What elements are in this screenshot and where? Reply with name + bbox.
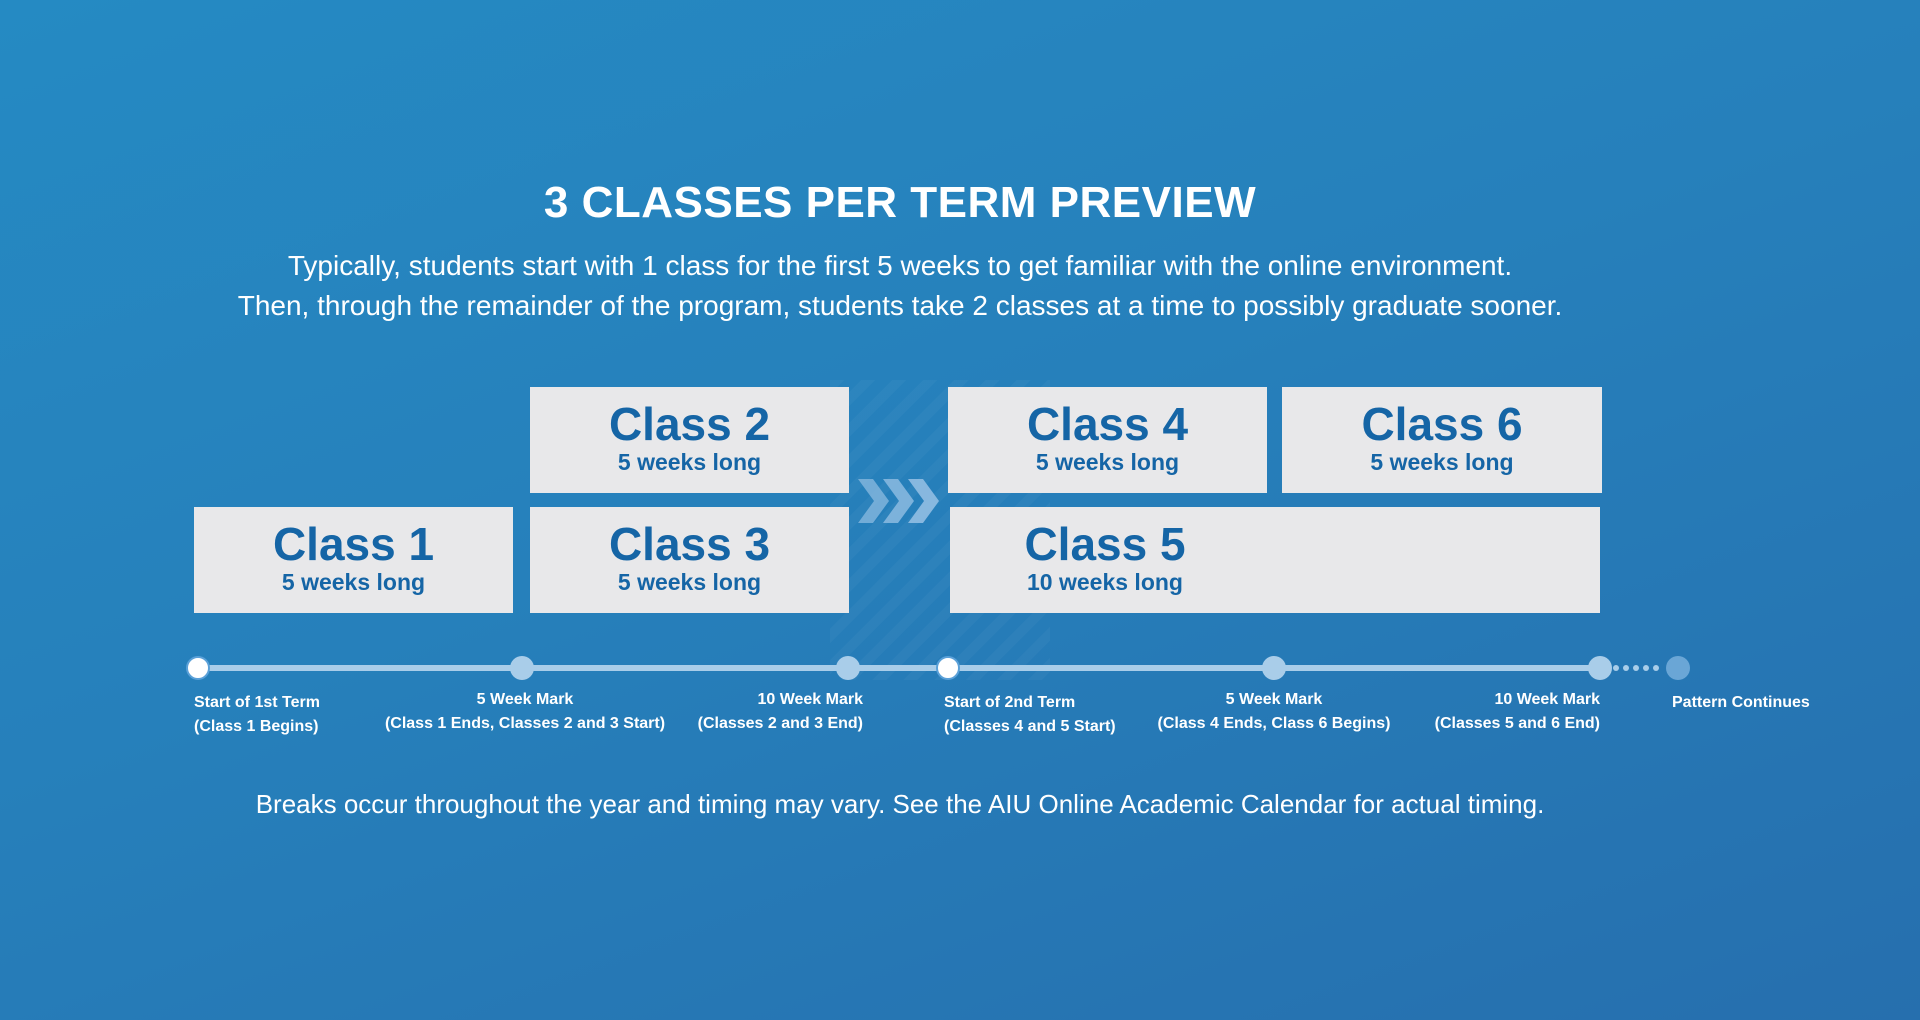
timeline-track xyxy=(198,665,1600,671)
class-duration: 5 weeks long xyxy=(617,449,762,475)
timeline-label-detail: (Class 4 Ends, Class 6 Begins) xyxy=(1157,715,1391,732)
class-6-box: Class 6 5 weeks long xyxy=(1282,387,1602,493)
timeline-label-title: 5 Week Mark xyxy=(1225,691,1323,708)
class-duration: 5 weeks long xyxy=(1035,449,1180,475)
timeline-node-week-10 xyxy=(836,656,860,680)
timeline-label-detail: (Classes 5 and 6 End) xyxy=(1434,715,1600,732)
timeline-label: Pattern Continues xyxy=(1672,691,1852,715)
class-5-label-group: Class 5 10 weeks long xyxy=(950,507,1260,595)
timeline-label-title: Start of 1st Term xyxy=(194,694,320,711)
timeline-label-title: Start of 2nd Term xyxy=(944,694,1076,711)
class-name: Class 2 xyxy=(608,398,771,450)
class-duration: 5 weeks long xyxy=(281,569,426,595)
timeline-label: Start of 1st Term (Class 1 Begins) xyxy=(194,691,374,739)
timeline-label-detail: (Class 1 Begins) xyxy=(194,718,319,735)
class-2-box: Class 2 5 weeks long xyxy=(530,387,849,493)
timeline-node-term-2-week-10 xyxy=(1588,656,1612,680)
timeline-label: 10 Week Mark (Classes 5 and 6 End) xyxy=(1400,688,1600,736)
page-title: 3 CLASSES PER TERM PREVIEW xyxy=(543,178,1257,227)
continuation-dots xyxy=(1613,665,1659,671)
timeline-label-detail: (Classes 4 and 5 Start) xyxy=(944,718,1116,735)
timeline-label-title: 10 Week Mark xyxy=(757,691,863,708)
class-1-box: Class 1 5 weeks long xyxy=(194,507,513,613)
timeline-node-term-2-start xyxy=(936,656,960,680)
class-name: Class 3 xyxy=(608,518,771,570)
class-name: Class 6 xyxy=(1361,398,1523,450)
timeline-node-pattern-continues xyxy=(1666,656,1690,680)
class-duration: 5 weeks long xyxy=(1370,449,1514,475)
timeline-node-week-5 xyxy=(510,656,534,680)
class-name: Class 4 xyxy=(1026,398,1189,450)
timeline-node-term-2-week-5 xyxy=(1262,656,1286,680)
timeline-label: 5 Week Mark (Class 1 Ends, Classes 2 and… xyxy=(380,688,670,736)
timeline-label-title: 5 Week Mark xyxy=(476,691,574,708)
class-duration: 10 weeks long xyxy=(1027,569,1183,595)
timeline-label-title: Pattern Continues xyxy=(1672,694,1810,711)
timeline-label: Start of 2nd Term (Classes 4 and 5 Start… xyxy=(944,691,1144,739)
class-name: Class 5 xyxy=(1024,518,1186,570)
class-4-box: Class 4 5 weeks long xyxy=(948,387,1267,493)
timeline-node-term-1-start xyxy=(186,656,210,680)
timeline-label-detail: (Class 1 Ends, Classes 2 and 3 Start) xyxy=(384,715,666,732)
class-3-box: Class 3 5 weeks long xyxy=(530,507,849,613)
timeline-label: 10 Week Mark (Classes 2 and 3 End) xyxy=(683,688,863,736)
timeline-label-title: 10 Week Mark xyxy=(1494,691,1600,708)
class-duration: 5 weeks long xyxy=(617,569,762,595)
timeline-label-detail: (Classes 2 and 3 End) xyxy=(697,715,863,732)
timeline-label: 5 Week Mark (Class 4 Ends, Class 6 Begin… xyxy=(1144,688,1404,736)
class-name: Class 1 xyxy=(272,518,435,570)
class-5-box: Class 5 10 weeks long xyxy=(950,507,1600,613)
chevron-arrows-icon xyxy=(858,479,939,523)
subtitle-line-2: Then, through the remainder of the progr… xyxy=(237,290,1563,321)
subtitle-line-1: Typically, students start with 1 class f… xyxy=(287,250,1513,281)
footer-note: Breaks occur throughout the year and tim… xyxy=(255,789,1545,819)
